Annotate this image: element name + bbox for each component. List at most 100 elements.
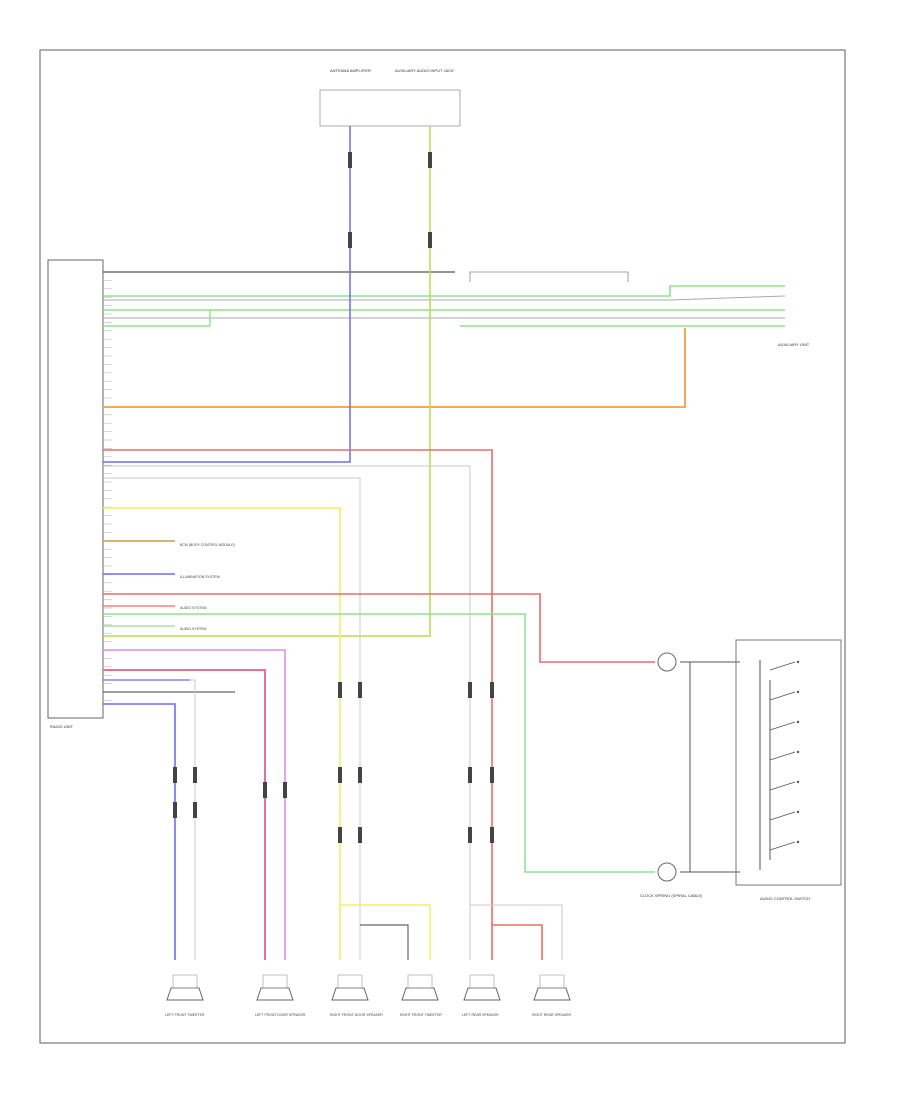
- radio-unit: RADIO UNIT: [47, 259, 112, 729]
- switch-contact-dot: [796, 840, 800, 844]
- switch-contact-dot: [796, 690, 800, 694]
- speaker-label: RIGHT FRONT DOOR SPEAKER: [330, 1013, 383, 1017]
- switch-contact: [769, 841, 796, 851]
- wire-red-clock: [103, 593, 655, 663]
- radio-unit-box: [47, 259, 104, 719]
- wire-black-rft: [360, 924, 409, 960]
- connector-mark: [468, 682, 472, 698]
- wire-gray-1: [103, 295, 786, 301]
- switch-contact-dot: [796, 720, 800, 724]
- wire-gray-rf: [103, 477, 361, 960]
- switch-contact-dot: [796, 780, 800, 784]
- connector-mark: [338, 682, 342, 698]
- speaker-icon: [166, 987, 204, 1001]
- note-audio-2: AUDIO SYSTEM: [180, 627, 207, 631]
- speaker-rf-door-speaker: RIGHT FRONT DOOR SPEAKER: [330, 974, 383, 1017]
- speaker-lf-tweeter: LEFT FRONT TWEETER: [165, 974, 205, 1017]
- radio-pin-ticks: [104, 271, 112, 701]
- wire-yellow-rf: [103, 507, 341, 960]
- switch-contact: [769, 721, 796, 731]
- note-illumination: ILLUMINATION SYSTEM: [180, 575, 220, 579]
- top-connector-box: [319, 89, 461, 127]
- speaker-icon: [533, 987, 571, 1001]
- clock-spring-top: [657, 652, 677, 672]
- wire-blue-antenna: [103, 126, 351, 463]
- switch-contact: [769, 661, 796, 671]
- connector-marks: [173, 152, 494, 843]
- note-bcm: BCM (BODY CONTROL MODULE): [180, 543, 235, 547]
- wire-red-rrt: [492, 924, 543, 960]
- connector-mark: [490, 767, 494, 783]
- speaker-icon: [331, 987, 369, 1001]
- switch-contact: [769, 781, 796, 791]
- wire-gray-rrt: [470, 904, 563, 960]
- switch-contact: [769, 811, 796, 821]
- connector-mark: [358, 682, 362, 698]
- connector-mark: [358, 767, 362, 783]
- connector-mark: [428, 232, 432, 248]
- switch-contacts: [769, 660, 800, 851]
- connector-mark: [490, 682, 494, 698]
- top-components: ANTENNA AMPLIFIER AUXILIARY AUDIO INPUT …: [319, 68, 461, 127]
- speaker-terminal: [337, 974, 363, 989]
- wire-gray-rr: [103, 465, 471, 960]
- wire-green-clock: [103, 613, 655, 873]
- switch-contact-dot: [796, 810, 800, 814]
- wire-gray-tweeter: [190, 679, 196, 960]
- connector-mark: [173, 802, 177, 818]
- antenna-amp-label: ANTENNA AMPLIFIER: [330, 68, 371, 73]
- audio-control-switch-box: [735, 639, 842, 886]
- switch-contact: [769, 751, 796, 761]
- wire-red-rr: [103, 449, 493, 960]
- connector-mark: [490, 827, 494, 843]
- speaker-label: RIGHT REAR SPEAKER: [532, 1013, 572, 1017]
- connector-mark: [428, 152, 432, 168]
- wire-orange: [103, 328, 686, 408]
- connector-mark: [468, 827, 472, 843]
- audio-control-switch-label: AUDIO CONTROL SWITCH: [760, 896, 810, 901]
- connector-mark: [338, 827, 342, 843]
- side-components: AUXILIARY UNIT CLOCK SPRING (SPIRAL CABL…: [640, 342, 842, 901]
- speaker-terminal: [172, 974, 198, 989]
- wire-blue-tweeter: [103, 703, 176, 960]
- wire-pink-lf: [103, 669, 266, 960]
- clock-spring-label: CLOCK SPRING (SPIRAL CABLE): [640, 893, 703, 898]
- wire-green-3: [103, 310, 211, 327]
- switch-contact-dot: [796, 660, 800, 664]
- speakers: LEFT FRONT TWEETER LEFT FRONT DOOR SPEAKE…: [165, 974, 572, 1017]
- speaker-terminal: [469, 974, 495, 989]
- connector-mark: [193, 767, 197, 783]
- clock-spring-bottom: [657, 862, 677, 882]
- speaker-lf-door-speaker: LEFT FRONT DOOR SPEAKER: [255, 974, 306, 1017]
- speaker-icon: [463, 987, 501, 1001]
- harness-bracket: [469, 271, 629, 282]
- connector-mark: [358, 827, 362, 843]
- connector-mark: [263, 782, 267, 798]
- speaker-terminal: [407, 974, 433, 989]
- speaker-lr-speaker: LEFT REAR SPEAKER: [462, 974, 501, 1017]
- wire-yellow-rft: [340, 904, 431, 960]
- diagram-frame: [39, 49, 846, 1044]
- wire-green-1: [103, 285, 785, 297]
- radio-unit-label: RADIO UNIT: [50, 724, 74, 729]
- note-audio-1: AUDIO SYSTEM: [180, 606, 207, 610]
- connector-mark: [283, 782, 287, 798]
- speaker-icon: [256, 987, 294, 1001]
- connector-mark: [348, 232, 352, 248]
- wire-magenta-lf: [103, 649, 286, 960]
- speaker-rr-speaker: RIGHT REAR SPEAKER: [532, 974, 572, 1017]
- wire-yellowgreen-aux: [103, 126, 431, 637]
- speaker-label: LEFT REAR SPEAKER: [462, 1013, 499, 1017]
- connector-mark: [338, 767, 342, 783]
- switch-contact: [769, 691, 796, 701]
- auxiliary-jack-label: AUXILIARY AUDIO INPUT JACK: [395, 68, 454, 73]
- speaker-terminal: [262, 974, 288, 989]
- speaker-label: RIGHT FRONT TWEETER: [400, 1013, 442, 1017]
- speaker-label: LEFT FRONT TWEETER: [165, 1013, 205, 1017]
- connector-mark: [173, 767, 177, 783]
- connector-mark: [193, 802, 197, 818]
- connector-mark: [468, 767, 472, 783]
- speaker-terminal: [539, 974, 565, 989]
- speaker-icon: [401, 987, 439, 1001]
